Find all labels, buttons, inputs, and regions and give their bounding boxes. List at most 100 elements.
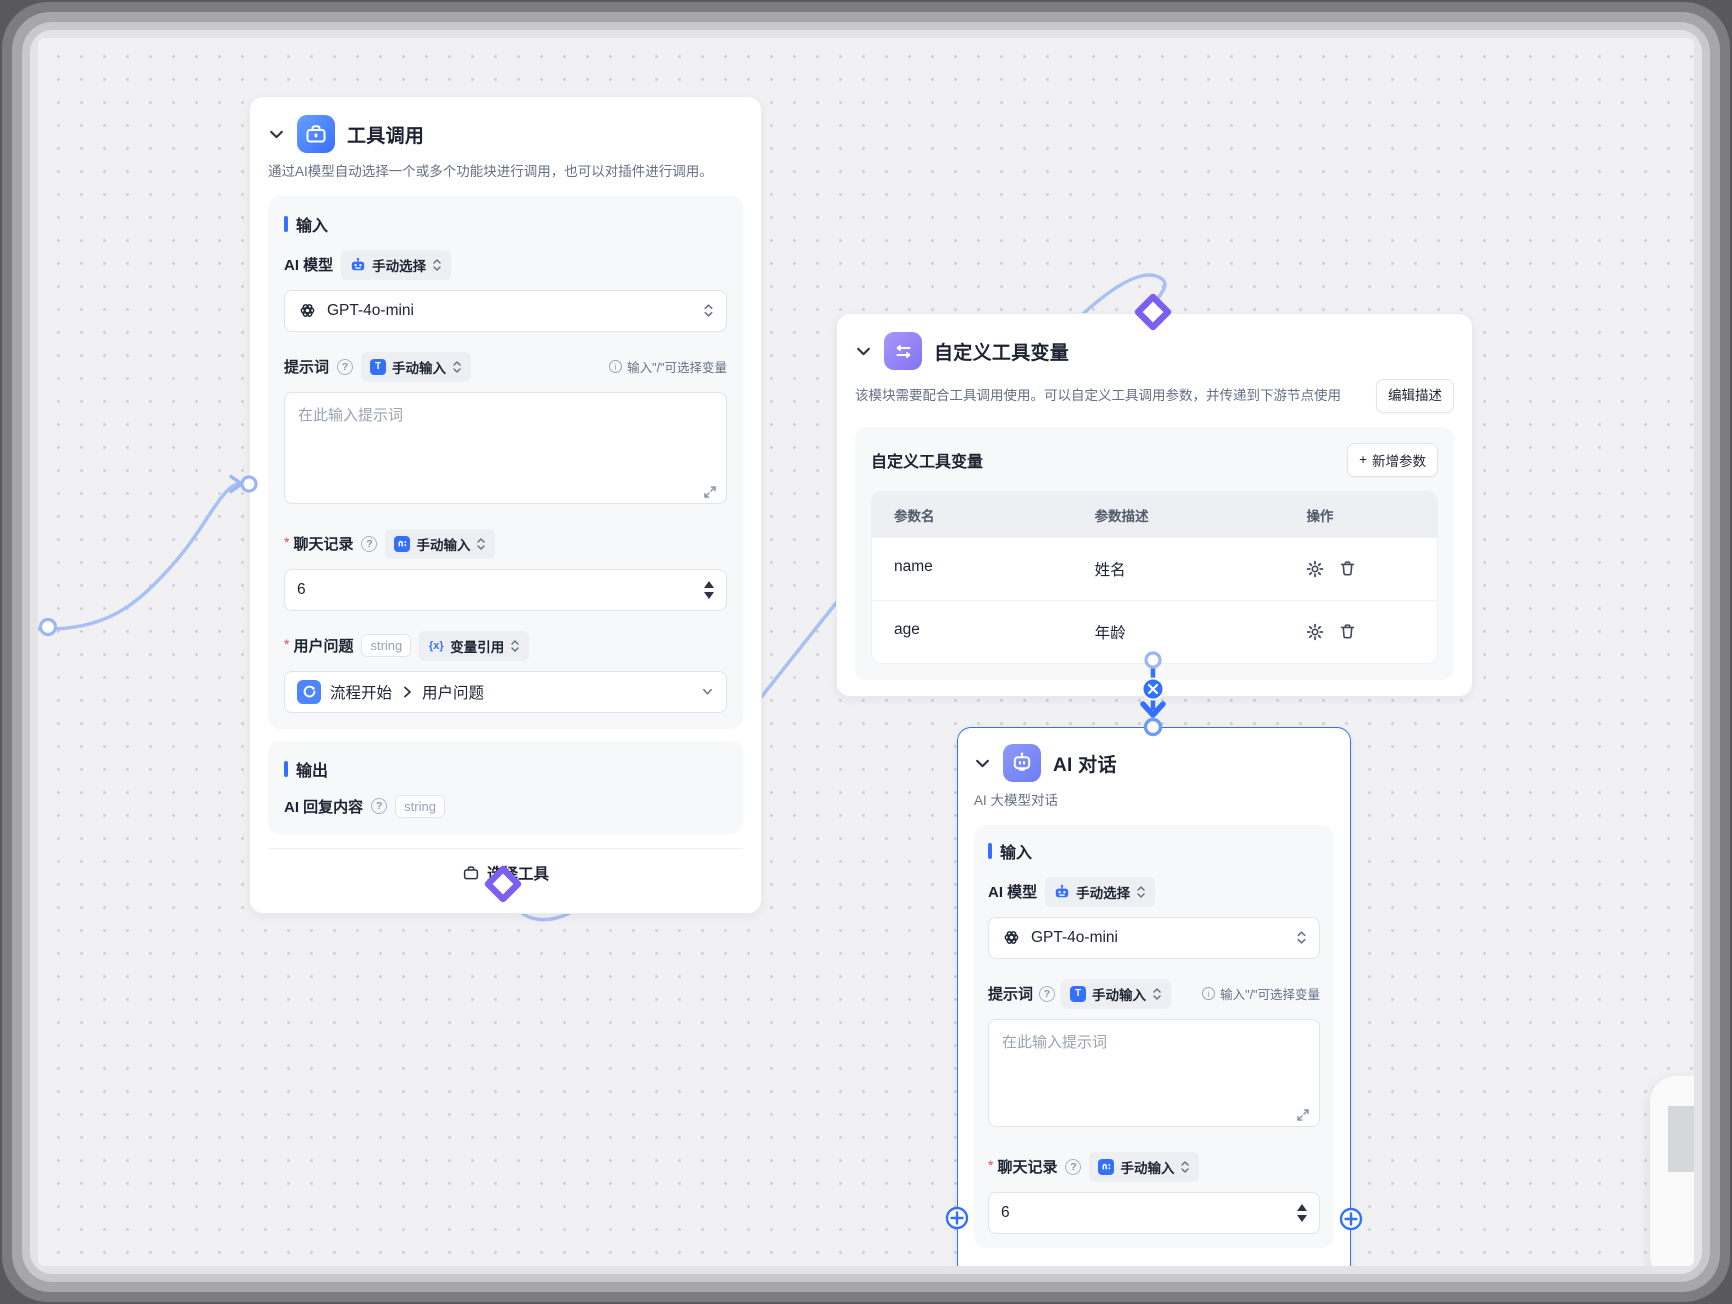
updown-chevron-icon — [433, 258, 441, 271]
edge-into-tool-call[interactable] — [38, 482, 239, 631]
table-row: age 年龄 — [872, 599, 1437, 663]
stepper-up-icon[interactable] — [1297, 1203, 1307, 1211]
info-icon: i — [609, 360, 623, 374]
help-icon[interactable]: ? — [1039, 985, 1056, 1002]
prompt-textarea[interactable] — [988, 1018, 1320, 1127]
section-label: 输入 — [1000, 844, 1033, 862]
node-ai-chat[interactable]: AI 对话 AI 大模型对话 输入 AI 模型 手动选择 — [957, 727, 1351, 1266]
exchange-sliders-icon — [895, 344, 911, 358]
required-mark: * — [988, 1156, 994, 1173]
history-number-input[interactable] — [297, 580, 704, 599]
stepper-down-icon[interactable] — [1297, 1214, 1307, 1222]
text-input-icon: T — [370, 358, 387, 375]
chat-history-label: 聊天记录 — [997, 1159, 1058, 1177]
trash-icon[interactable] — [1339, 623, 1356, 640]
node-description: 该模块需要配合工具调用使用。可以自定义工具调用参数，并传递到下游节点使用 — [855, 388, 1341, 403]
history-number-input[interactable] — [1001, 1203, 1297, 1222]
node-title: 自定义工具变量 — [934, 342, 1070, 364]
collapse-chevron-icon[interactable] — [855, 343, 872, 360]
text-input-icon: T — [1070, 985, 1087, 1002]
section-label: 输出 — [296, 762, 329, 780]
add-param-button[interactable]: + 新增参数 — [1347, 442, 1438, 477]
prompt-label: 提示词 — [988, 986, 1034, 1004]
node-title: AI 对话 — [1053, 754, 1117, 776]
side-panel-peek — [1650, 1076, 1694, 1266]
section-bar — [284, 215, 288, 232]
question-mode-value: 变量引用 — [450, 639, 505, 655]
side-panel-thumbnail — [1668, 1106, 1694, 1172]
ai-model-label: AI 模型 — [284, 257, 334, 275]
model-mode-dropdown[interactable]: 手动选择 — [1045, 876, 1156, 907]
col-header-actions: 操作 — [1306, 508, 1334, 524]
input-section: 输入 AI 模型 手动选择 — [974, 824, 1334, 1248]
history-mode-value: 手动输入 — [1120, 1160, 1175, 1176]
select-tool-label: 选择工具 — [486, 865, 549, 883]
ref-source: 流程开始 — [330, 684, 393, 702]
robot-icon — [1054, 884, 1070, 900]
updown-chevron-icon — [1153, 987, 1161, 1000]
briefcase-icon — [306, 125, 326, 143]
question-mode-dropdown[interactable]: {x} 变量引用 — [419, 630, 530, 661]
help-icon[interactable]: ? — [1065, 1158, 1082, 1175]
history-mode-dropdown[interactable]: 手动输入 — [385, 528, 496, 559]
expand-icon[interactable] — [703, 485, 717, 499]
type-tag: string — [395, 794, 445, 818]
gear-icon[interactable] — [1306, 560, 1324, 578]
output-field-label: AI 回复内容 — [284, 798, 364, 816]
tool-call-node-icon — [297, 115, 335, 153]
ref-field: 用户问题 — [422, 684, 485, 702]
table-row: name 姓名 — [872, 538, 1437, 600]
collapse-chevron-icon[interactable] — [974, 755, 991, 772]
add-param-label: 新增参数 — [1372, 453, 1426, 469]
ai-model-label: AI 模型 — [988, 884, 1038, 902]
chat-history-label: 聊天记录 — [293, 536, 354, 554]
prompt-mode-value: 手动输入 — [1092, 987, 1147, 1003]
user-question-label: 用户问题 — [293, 638, 354, 656]
model-select[interactable]: GPT-4o-mini — [284, 289, 727, 332]
gear-icon[interactable] — [1306, 623, 1324, 641]
updown-chevron-icon — [1137, 885, 1145, 898]
help-icon[interactable]: ? — [361, 535, 378, 552]
briefcase-icon — [463, 865, 479, 879]
input-section: 输入 AI 模型 手动选择 — [268, 195, 743, 729]
params-table: 参数名 参数描述 操作 name 姓名 age 年龄 — [871, 490, 1438, 664]
history-mode-dropdown[interactable]: 手动输入 — [1089, 1151, 1200, 1182]
info-icon: i — [1202, 987, 1216, 1001]
updown-chevron-icon — [477, 537, 486, 550]
node-title: 工具调用 — [347, 125, 425, 147]
section-label: 输入 — [296, 217, 329, 235]
trash-icon[interactable] — [1339, 560, 1356, 577]
array-input-icon — [1098, 1158, 1115, 1175]
select-tool-button[interactable]: 选择工具 — [268, 847, 743, 897]
stepper-up-icon[interactable] — [704, 580, 714, 588]
required-mark: * — [284, 533, 290, 550]
model-mode-dropdown[interactable]: 手动选择 — [341, 249, 452, 280]
model-select[interactable]: GPT-4o-mini — [988, 916, 1320, 959]
flow-canvas[interactable]: 工具调用 通过AI模型自动选择一个或多个功能块进行调用，也可以对插件进行调用。 … — [38, 38, 1694, 1266]
updown-chevron-icon — [1181, 1160, 1190, 1173]
section-bar — [988, 842, 992, 859]
updown-chevron-icon — [453, 360, 461, 373]
param-desc: 年龄 — [1094, 624, 1126, 642]
collapse-chevron-icon[interactable] — [268, 126, 285, 143]
variable-reference-select[interactable]: 流程开始 用户问题 — [284, 670, 727, 713]
expand-icon[interactable] — [1296, 1108, 1310, 1122]
prompt-textarea[interactable] — [284, 391, 727, 504]
node-tool-call[interactable]: 工具调用 通过AI模型自动选择一个或多个功能块进行调用，也可以对插件进行调用。 … — [249, 96, 762, 914]
param-name: name — [894, 557, 933, 575]
edit-description-button[interactable]: 编辑描述 — [1376, 379, 1454, 413]
model-value: GPT-4o-mini — [1031, 928, 1118, 946]
help-icon[interactable]: ? — [371, 798, 388, 815]
flow-start-icon — [297, 679, 321, 704]
help-icon[interactable]: ? — [337, 358, 354, 375]
prompt-mode-dropdown[interactable]: T 手动输入 — [361, 351, 472, 382]
plus-icon: + — [1359, 452, 1367, 468]
prompt-mode-dropdown[interactable]: T 手动输入 — [1061, 978, 1172, 1009]
updown-chevron-icon — [511, 639, 520, 652]
ai-chat-node-icon — [1003, 744, 1041, 782]
history-number-field — [284, 568, 727, 611]
node-custom-vars[interactable]: 自定义工具变量 该模块需要配合工具调用使用。可以自定义工具调用参数，并传递到下游… — [836, 313, 1473, 697]
section-bar — [284, 760, 288, 777]
array-input-icon — [394, 535, 411, 552]
stepper-down-icon[interactable] — [704, 591, 714, 599]
